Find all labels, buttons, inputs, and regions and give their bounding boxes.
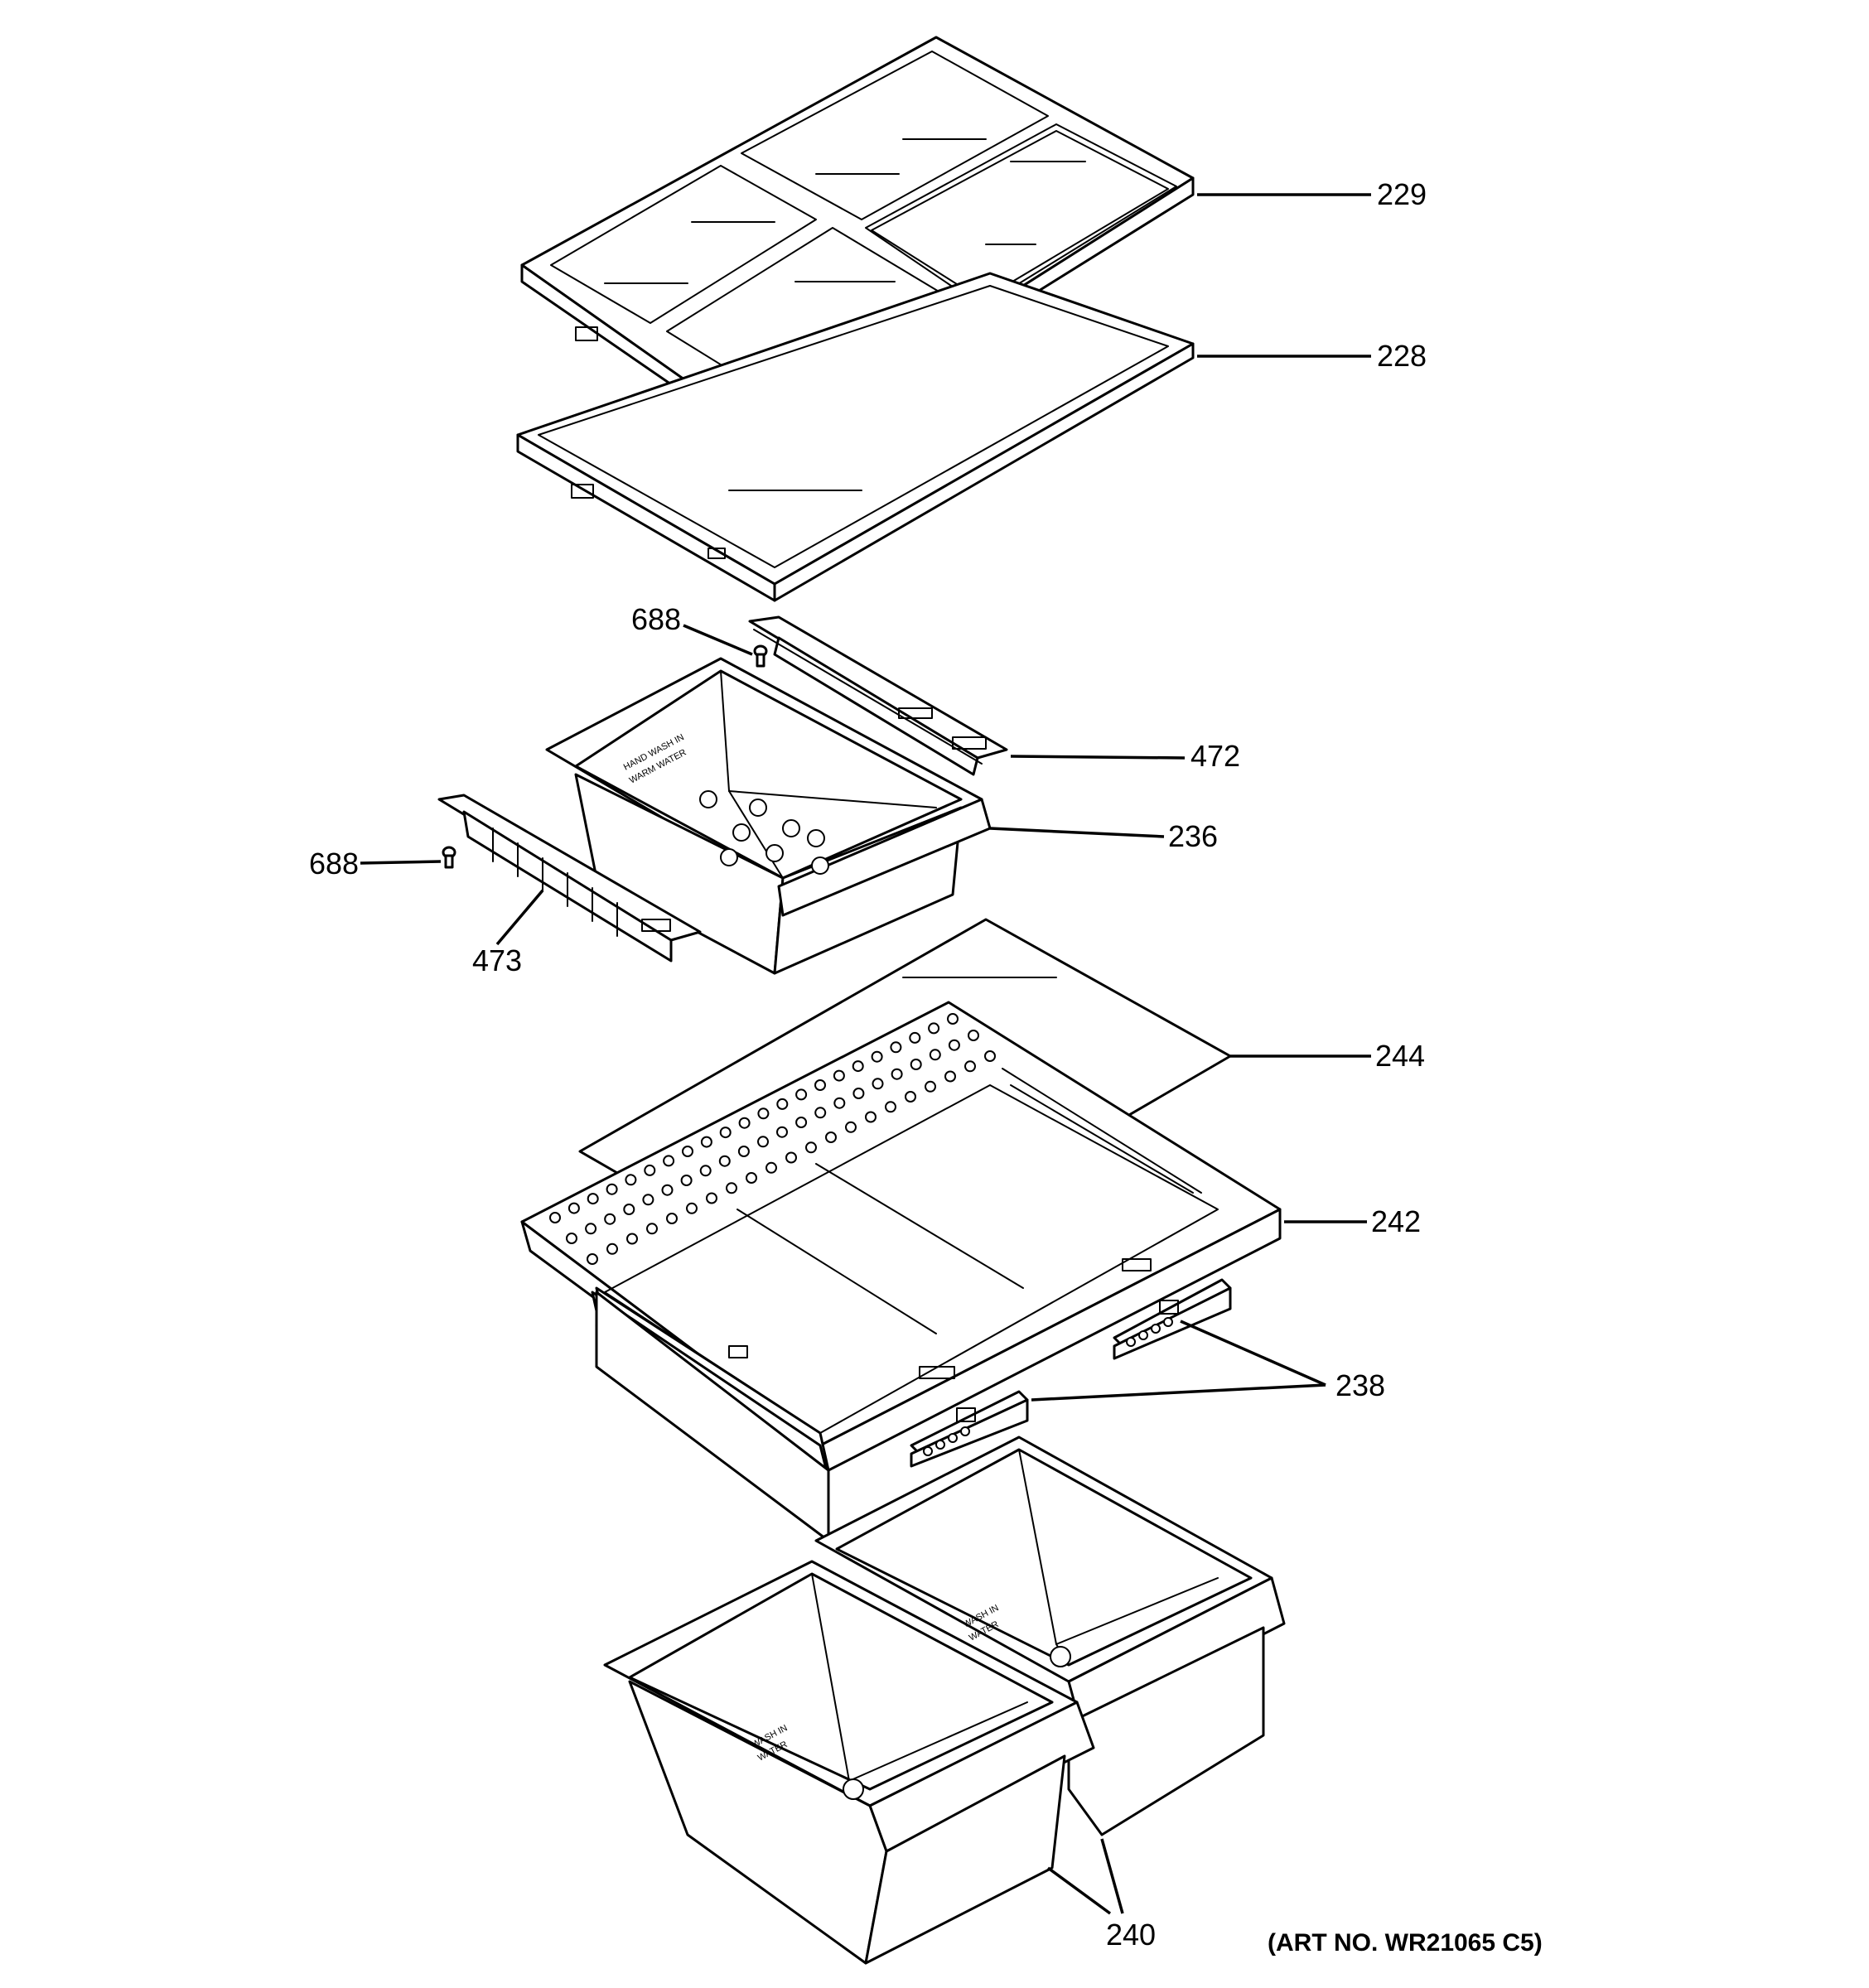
frame-hole bbox=[757, 1107, 770, 1120]
frame-hole bbox=[865, 1111, 877, 1123]
frame-hole bbox=[944, 1070, 956, 1083]
frame-hole bbox=[606, 1242, 618, 1255]
frame-hole bbox=[718, 1155, 731, 1167]
frame-hole bbox=[814, 1107, 827, 1119]
screw-688-lower bbox=[442, 846, 456, 869]
frame-hole bbox=[948, 1039, 960, 1051]
frame-hole bbox=[587, 1253, 598, 1265]
frame-hole bbox=[795, 1117, 808, 1128]
frame-hole bbox=[833, 1097, 846, 1109]
leader-lines bbox=[360, 193, 1371, 1915]
frame-hole bbox=[910, 1059, 922, 1070]
frame-hole bbox=[891, 1068, 903, 1080]
frame-hole bbox=[606, 1183, 618, 1195]
frame-hole bbox=[661, 1184, 674, 1196]
frame-hole bbox=[625, 1174, 637, 1186]
part-473-left-rail bbox=[437, 794, 702, 963]
part-472-right-rail bbox=[748, 615, 1008, 776]
frame-hole bbox=[776, 1126, 788, 1138]
frame-hole bbox=[805, 1141, 817, 1154]
frame-hole bbox=[925, 1080, 936, 1093]
frame-hole bbox=[623, 1204, 635, 1215]
frame-hole bbox=[852, 1060, 864, 1073]
callout-labels: 229 228 688 472 236 688 473 244 242 238 … bbox=[309, 177, 1543, 1957]
frame-hole bbox=[549, 1212, 561, 1223]
frame-hole bbox=[719, 1127, 732, 1139]
frame-hole bbox=[644, 1164, 656, 1176]
frame-hole bbox=[765, 1161, 777, 1174]
part-240-right-bin: WASH IN WATER bbox=[814, 1436, 1286, 1836]
frame-hole bbox=[699, 1165, 712, 1177]
frame-hole bbox=[604, 1213, 616, 1225]
frame-hole bbox=[825, 1132, 837, 1143]
frame-hole bbox=[776, 1098, 789, 1110]
frame-hole bbox=[680, 1175, 693, 1186]
frame-hole bbox=[646, 1223, 658, 1235]
frame-hole bbox=[626, 1233, 638, 1245]
frame-hole bbox=[682, 1146, 693, 1157]
callout-236: 236 bbox=[1168, 819, 1218, 853]
frame-hole bbox=[871, 1050, 883, 1063]
frame-hole bbox=[785, 1151, 797, 1164]
frame-hole bbox=[795, 1088, 808, 1101]
part-238-slide-controls bbox=[910, 1278, 1232, 1468]
frame-hole bbox=[686, 1202, 698, 1214]
callout-229: 229 bbox=[1377, 177, 1427, 211]
frame-hole bbox=[737, 1146, 750, 1157]
frame-hole bbox=[666, 1213, 678, 1224]
callout-238: 238 bbox=[1335, 1368, 1385, 1402]
frame-hole bbox=[852, 1088, 865, 1099]
frame-hole bbox=[964, 1060, 976, 1073]
frame-hole bbox=[984, 1050, 996, 1062]
frame-hole bbox=[700, 1136, 712, 1148]
part-236-upper-pan: HAND WASH IN WARM WATER bbox=[545, 657, 992, 975]
frame-hole bbox=[947, 1013, 959, 1025]
frame-hole bbox=[706, 1192, 717, 1204]
part-228-glass-shelf bbox=[516, 272, 1195, 602]
frame-hole bbox=[928, 1022, 940, 1035]
callout-688-upper: 688 bbox=[631, 602, 681, 636]
callout-472: 472 bbox=[1190, 739, 1240, 773]
part-240-left-bin: WASH IN WATER bbox=[603, 1560, 1095, 1965]
frame-hole bbox=[566, 1233, 577, 1244]
frame-hole bbox=[587, 1193, 599, 1205]
art-number: (ART NO. WR21065 C5) bbox=[1268, 1929, 1543, 1957]
frame-hole bbox=[968, 1030, 979, 1041]
frame-hole bbox=[890, 1041, 902, 1054]
frame-hole bbox=[814, 1079, 826, 1091]
frame-hole bbox=[567, 1202, 580, 1214]
callout-688-lower: 688 bbox=[309, 847, 359, 881]
frame-hole bbox=[885, 1101, 896, 1113]
frame-hole bbox=[738, 1117, 751, 1129]
screw-688-upper bbox=[753, 644, 768, 668]
callout-240: 240 bbox=[1106, 1918, 1156, 1952]
frame-hole bbox=[663, 1155, 675, 1167]
frame-holes bbox=[549, 1013, 996, 1265]
frame-hole bbox=[833, 1069, 845, 1082]
frame-hole bbox=[642, 1194, 654, 1206]
callout-228: 228 bbox=[1377, 339, 1427, 373]
frame-hole bbox=[746, 1172, 757, 1184]
frame-hole bbox=[872, 1078, 884, 1090]
frame-hole bbox=[585, 1223, 597, 1235]
callout-242: 242 bbox=[1371, 1204, 1421, 1238]
callout-244: 244 bbox=[1375, 1039, 1425, 1073]
callout-473: 473 bbox=[472, 943, 522, 977]
frame-hole bbox=[909, 1031, 921, 1044]
frame-hole bbox=[757, 1136, 769, 1148]
frame-hole bbox=[929, 1049, 941, 1061]
frame-hole bbox=[726, 1182, 737, 1194]
frame-hole bbox=[845, 1121, 857, 1133]
frame-hole bbox=[905, 1091, 916, 1103]
part-242-crisper-frame bbox=[520, 1001, 1282, 1542]
